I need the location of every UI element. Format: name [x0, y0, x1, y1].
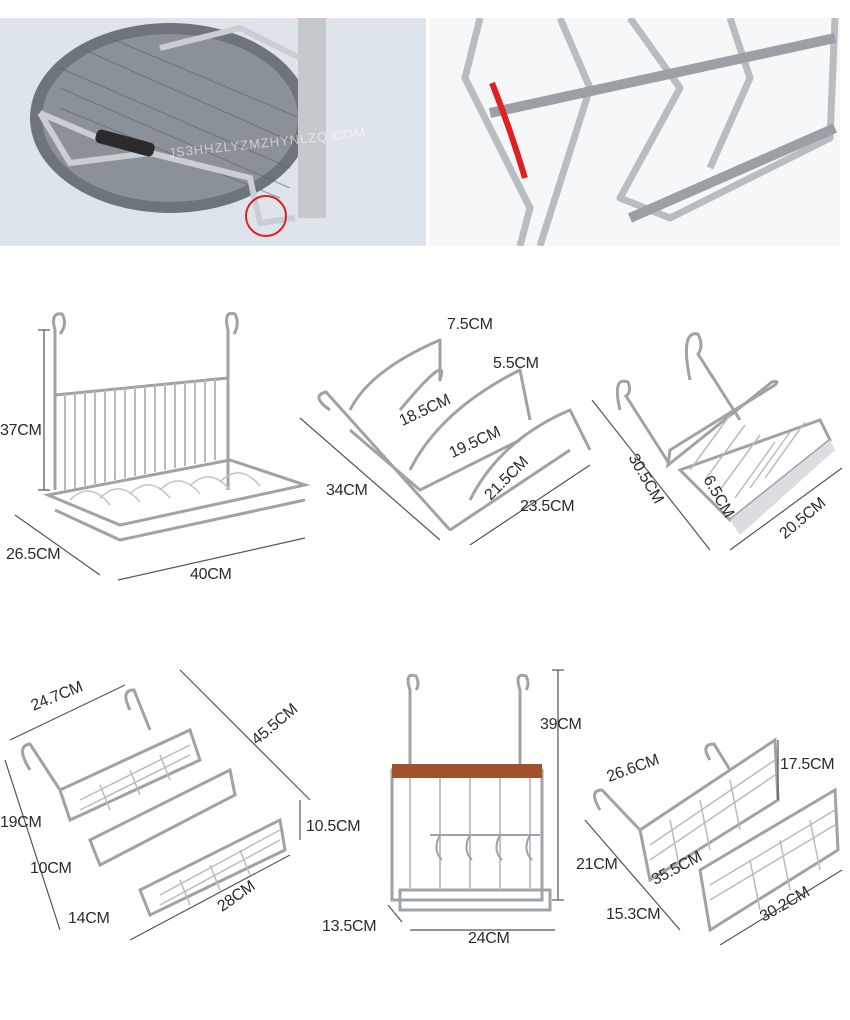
double-basket-h-label: 17.5CM — [780, 756, 835, 773]
lid-rack-dim-2: 5.5CM — [493, 355, 539, 372]
double-basket-side-label: 21CM — [576, 856, 618, 873]
dish-rack-depth-label: 26.5CM — [6, 546, 61, 563]
spice-rack-10-label: 10CM — [30, 860, 72, 877]
dish-rack-width-label: 40CM — [190, 566, 232, 583]
lid-rack-dim-7: 34CM — [326, 482, 368, 499]
spice-rack-19-label: 19CM — [0, 814, 42, 831]
lid-rack-dim-1: 7.5CM — [447, 316, 493, 333]
cutlery-basket-diagram — [591, 332, 843, 551]
knife-holder-width-label: 24CM — [468, 930, 510, 947]
knife-holder-depth-label: 13.5CM — [322, 918, 377, 935]
hook-shape-photo — [430, 18, 840, 246]
dish-rack-diagram — [14, 311, 311, 581]
knife-holder-height-label: 39CM — [540, 716, 582, 733]
hook-detail-photo: JS3HHZLYZMZHYNLZQ.COM — [0, 18, 426, 246]
double-basket-153-label: 15.3CM — [606, 906, 661, 923]
spice-rack-14-label: 14CM — [68, 910, 110, 927]
knife-holder-diagram — [387, 669, 564, 931]
lid-rack-dim-6: 23.5CM — [520, 498, 575, 515]
dish-rack-height-label: 37CM — [0, 422, 42, 439]
double-basket-diagram — [584, 737, 843, 946]
spice-rack-105-label: 10.5CM — [306, 818, 361, 835]
spice-rack-diagram — [4, 669, 311, 941]
lid-rack-diagram — [299, 338, 592, 546]
